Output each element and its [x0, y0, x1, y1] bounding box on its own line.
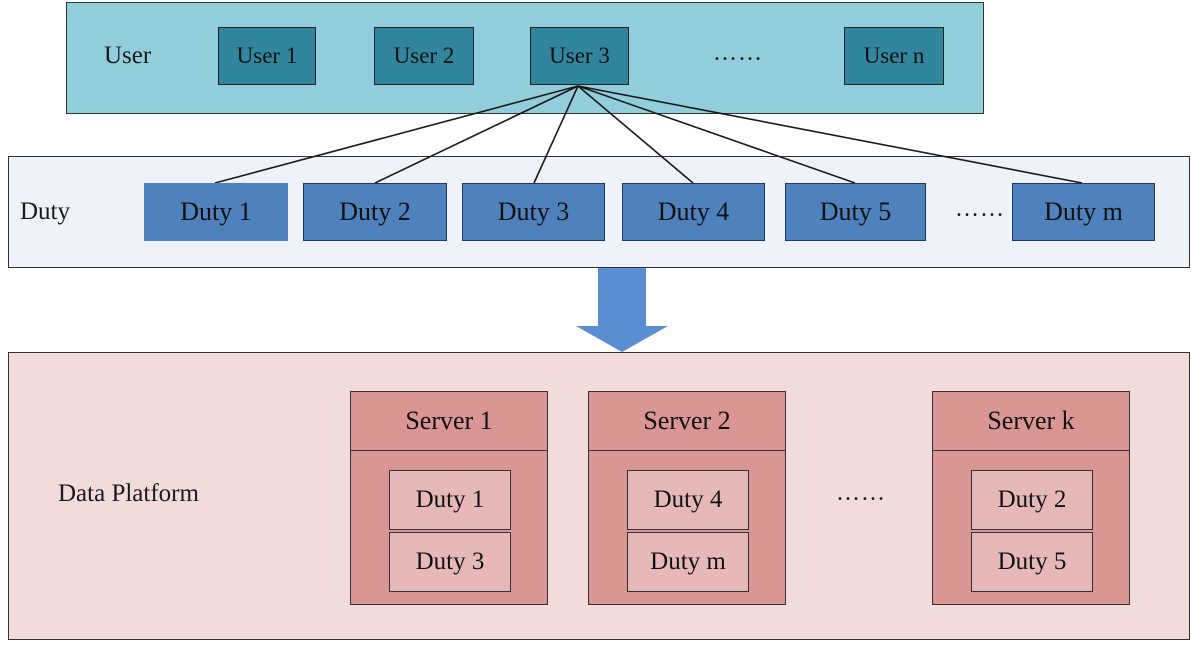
- connector-user3-duty5: [577, 85, 856, 184]
- user-box-3: User 3: [530, 27, 629, 85]
- server-name: Server 2: [589, 392, 785, 451]
- duty-section-label: Duty: [20, 198, 70, 225]
- server-duty-item: Duty 2: [971, 470, 1093, 530]
- connector-user3-duty1: [214, 85, 579, 184]
- server-duty-item: Duty m: [627, 532, 749, 592]
- user-box-1: User 1: [218, 27, 316, 85]
- user-ellipsis: ……: [713, 40, 763, 66]
- user-section-label: User: [104, 42, 152, 69]
- duty-box-4: Duty 4: [622, 183, 765, 241]
- server-box-1: Server 1 Duty 1 Duty 3: [350, 391, 548, 605]
- data-platform-label: Data Platform: [58, 480, 199, 507]
- duty-box-1: Duty 1: [144, 183, 288, 241]
- connector-user3-duty3: [533, 85, 579, 184]
- server-duty-item: Duty 3: [389, 532, 511, 592]
- server-ellipsis: ……: [836, 480, 886, 506]
- duty-box-5: Duty 5: [785, 183, 926, 241]
- duty-box-3: Duty 3: [462, 183, 605, 241]
- server-box-k: Server k Duty 2 Duty 5: [932, 391, 1130, 605]
- server-duty-item: Duty 1: [389, 470, 511, 530]
- server-name: Server k: [933, 392, 1129, 451]
- down-arrow-icon: [576, 268, 668, 352]
- server-duty-item: Duty 5: [971, 532, 1093, 592]
- server-duty-item: Duty 4: [627, 470, 749, 530]
- user-box-n: User n: [844, 27, 944, 85]
- server-box-2: Server 2 Duty 4 Duty m: [588, 391, 786, 605]
- connector-user3-duty4: [577, 85, 694, 184]
- duty-box-m: Duty m: [1012, 183, 1155, 241]
- server-name: Server 1: [351, 392, 547, 451]
- user-box-2: User 2: [374, 27, 474, 85]
- duty-ellipsis: ……: [955, 196, 1005, 222]
- connector-user3-duty2: [374, 85, 579, 184]
- duty-box-2: Duty 2: [303, 183, 447, 241]
- connector-user3-dutym: [577, 85, 1083, 184]
